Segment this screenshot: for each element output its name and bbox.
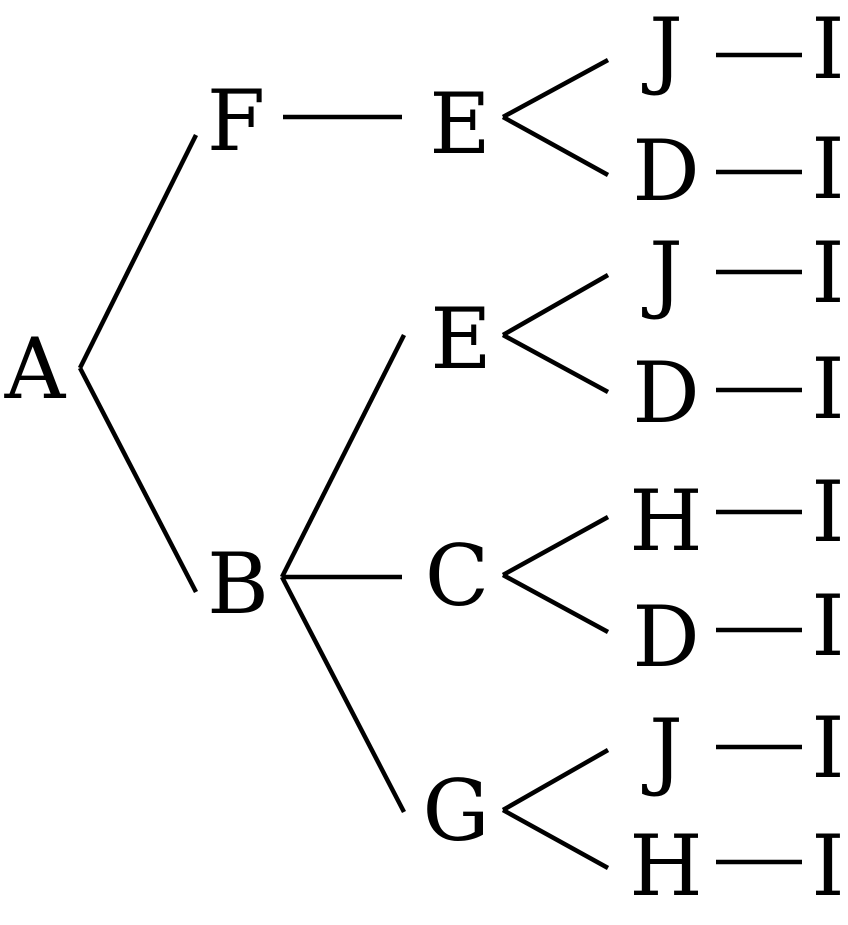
edge-n6-n14 (501, 808, 610, 870)
edge-n5-n12 (501, 573, 610, 634)
node-label-n6: G (422, 762, 489, 860)
edge-n0-n2 (78, 366, 198, 594)
edge-n3-n8 (501, 115, 610, 177)
node-label-n9: J (641, 224, 683, 322)
node-label-n2: B (207, 535, 269, 633)
node-label-n12: D (632, 588, 699, 686)
edge-n0-n1 (77, 133, 199, 370)
edge-n5-n11 (501, 515, 610, 577)
node-label-n22: I (811, 817, 844, 915)
node-label-n15: I (811, 0, 844, 98)
node-label-n10: D (632, 344, 699, 442)
node-label-n20: I (811, 577, 844, 675)
node-label-n17: I (811, 224, 844, 322)
edge-n2-n4 (279, 333, 407, 579)
node-label-n11: H (629, 472, 702, 570)
node-label-n5: C (425, 527, 489, 625)
node-label-n13: J (641, 701, 683, 799)
edge-n6-n13 (501, 748, 610, 812)
edge-n4-n10 (501, 333, 610, 394)
node-label-n19: I (811, 463, 844, 561)
node-label-n21: I (811, 699, 844, 797)
edge-n3-n7 (501, 58, 610, 119)
node-label-n4: E (430, 290, 491, 388)
tree-edges (77, 52, 802, 870)
node-label-n3: E (429, 75, 490, 173)
node-label-n14: H (629, 817, 702, 915)
node-label-n1: F (207, 72, 265, 170)
node-label-n16: I (811, 120, 844, 218)
edge-n4-n9 (501, 273, 610, 337)
node-label-n0: A (4, 320, 67, 418)
node-label-n8: D (632, 122, 699, 220)
node-label-n7: J (641, 0, 683, 98)
node-label-n18: I (811, 340, 844, 438)
edge-n2-n6 (280, 575, 406, 814)
